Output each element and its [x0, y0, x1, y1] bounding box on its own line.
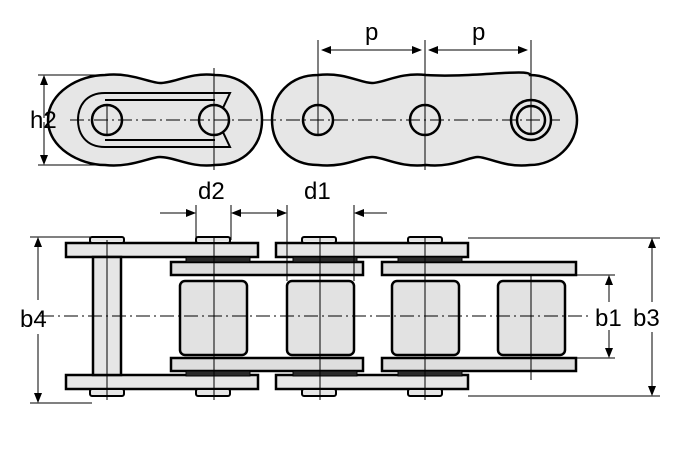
b3-label: b3 — [633, 305, 660, 332]
link-slot — [76, 92, 232, 148]
inner-plate-bottom — [169, 356, 365, 373]
inner-width-dimension: b1 — [565, 274, 622, 359]
b4-label: b4 — [20, 306, 47, 333]
d1-label: d1 — [304, 178, 331, 205]
d2-label: d2 — [198, 178, 225, 205]
outer-plate-top — [64, 241, 260, 259]
inner-plate-top — [380, 260, 578, 277]
pin-length-dimension: b4 — [20, 236, 92, 404]
b1-label: b1 — [595, 305, 622, 332]
roller-diameter-dimension: d1 — [254, 178, 387, 281]
plate-height-dimension: h2 — [30, 74, 110, 166]
h2-label: h2 — [30, 107, 57, 134]
pin-diameter-dimension: d2 — [160, 178, 268, 240]
outer-plate-bottom — [274, 373, 470, 391]
chain-top-view — [46, 40, 579, 170]
pitch-dimensions: p p — [321, 19, 528, 54]
chain-side-view — [40, 236, 590, 400]
inner-plate-outer-width-dimension: b3 — [468, 237, 660, 397]
outer-plate-bottom — [64, 373, 260, 391]
outer-plate-top — [274, 241, 470, 259]
pitch-label: p — [365, 19, 378, 46]
inner-plate-bottom — [380, 356, 578, 373]
pitch-label: p — [472, 19, 485, 46]
inner-plate-top — [169, 260, 365, 277]
